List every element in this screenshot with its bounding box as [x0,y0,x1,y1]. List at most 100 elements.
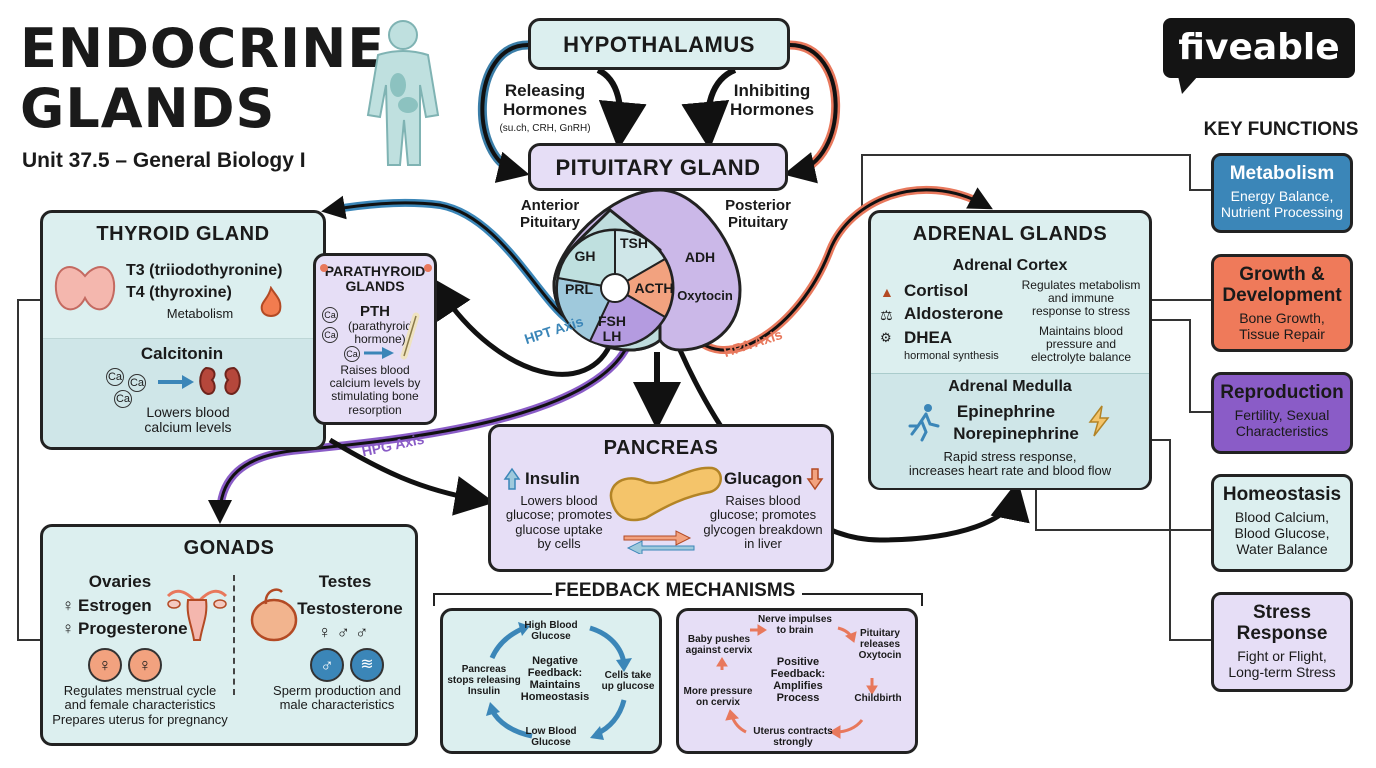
down-arrow-icon [806,468,824,491]
parathyroid-dots [320,264,432,272]
key-function-reproduction[interactable]: Reproduction Fertility, Sexual Character… [1211,372,1353,454]
female-symbol-badge: ♀ [128,648,162,682]
pituitary-diagram [552,190,742,352]
title-line-2: GLANDS [20,77,276,140]
pancreas-left-arrow [328,437,495,516]
hypothalamus-box[interactable]: HYPOTHALAMUS [528,18,790,70]
pancreas-icon [609,466,722,522]
calcium-ion: Ca [128,374,146,392]
key-function-homeostasis[interactable]: Homeostasis Blood Calcium, Blood Glucose… [1211,474,1353,572]
page-subtitle: Unit 37.5 – General Biology I [22,149,306,172]
neg-step-4: Pancreas stops releasing Insulin [447,664,521,697]
pos-step-5: More pressure on cervix [683,686,753,708]
brand-logo-text: fiveable [1178,27,1340,68]
releasing-hormones-label: Releasing Hormones [502,81,588,119]
gender-symbols: ♀ ♂ ♂ [318,622,369,643]
gonads-box[interactable]: GONADS [40,524,418,746]
key-function-desc: Fight or Flight, Long-term Stress [1228,647,1336,680]
arrow-right-icon [158,375,194,389]
calcium-ion: Ca [322,307,338,323]
segment-oxytocin: Oxytocin [677,288,733,303]
key-function-title: Stress Response [1236,602,1328,644]
segment-gh: GH [574,248,596,264]
cortisol-effect: Regulates metabolism and immune response… [1021,278,1141,319]
sperm-icon: ≋ [350,648,384,682]
t4-label: T4 (thyroxine) [126,284,232,301]
uterus-icon [166,589,228,641]
key-function-title: Growth & Development [1222,264,1342,306]
estrogen-label: Estrogen [78,596,152,615]
parathyroid-arrow [431,277,615,377]
adrenal-label: ADRENAL GLANDS [912,223,1108,245]
neg-step-2: Cells take up glucose [601,670,655,692]
segment-prl: PRL [565,281,593,297]
male-symbol-badge: ♂ [310,648,344,682]
segment-acth: ACTH [634,280,674,296]
inhibiting-arrow [681,67,737,150]
human-body-icon [366,20,440,166]
positive-feedback-box[interactable] [676,608,918,754]
running-person-icon [908,404,940,442]
dhea-label: DHEA [904,328,953,347]
parathyroid-effect: Raises blood calcium levels by stimulati… [329,363,421,417]
anterior-pituitary-label: Anterior Pituitary [519,197,580,231]
pos-step-6: Baby pushes against cervix [685,634,753,656]
ovaries-label: Ovaries [88,572,152,591]
brand-logo[interactable]: fiveable [1163,18,1355,78]
key-function-lines [17,154,1211,641]
key-function-metabolism[interactable]: Metabolism Energy Balance, Nutrient Proc… [1211,153,1353,233]
inhibiting-hormones-label: Inhibiting Hormones [729,81,815,119]
epinephrine-label: Epinephrine [956,402,1056,421]
ovaries-effect: Regulates menstrual cycle and female cha… [52,683,228,727]
calcium-ion: Ca [114,390,132,408]
key-function-desc: Fertility, Sexual Characteristics [1234,406,1330,439]
key-function-growth[interactable]: Growth & Development Bone Growth, Tissue… [1211,254,1353,352]
aldosterone-label: Aldosterone [904,304,1004,323]
neg-step-3: Low Blood Glucose [525,726,577,748]
testosterone-label: Testosterone [297,599,403,618]
releasing-arrow [596,67,647,150]
female-symbol: ♀ [61,619,75,638]
progesterone-label: Progesterone [78,619,188,638]
male-symbol: ♂ [336,622,351,642]
positive-feedback-center: Positive Feedback: Amplifies Process [770,656,826,705]
key-function-desc: Energy Balance, Nutrient Processing [1220,187,1344,220]
arrow-right-icon [364,347,394,359]
key-functions-title: KEY FUNCTIONS [1203,119,1359,140]
adrenal-box[interactable]: ADRENAL GLANDS [868,210,1152,490]
negative-cycle-arrows [486,622,632,740]
pos-step-3: Childbirth [854,693,902,704]
cortisol-label: Cortisol [904,281,969,300]
page-title: ENDOCRINE GLANDS [20,22,385,136]
exchange-arrows-icon [623,530,695,554]
thyroid-icon [54,266,116,311]
negative-feedback-box[interactable] [440,608,662,754]
posterior-pituitary-label: Posterior Pituitary [725,197,791,231]
adrenal-medulla-label: Adrenal Medulla [948,378,1072,395]
releasing-examples: (su.ch, CRH, GnRH) [499,123,591,134]
testes-effect: Sperm production and male characteristic… [273,683,401,713]
adrenal-cortex-label: Adrenal Cortex [952,257,1068,274]
norepinephrine-label: Norepinephrine [953,424,1079,443]
dhea-icon: ⚙ [880,330,892,345]
neg-step-1: High Blood Glucose [524,620,578,642]
pth-full-name: (parathyroid hormone) [347,319,413,347]
positive-cycle-arrows [716,624,878,739]
key-function-desc: Bone Growth, Tissue Repair [1239,309,1325,342]
key-function-stress[interactable]: Stress Response Fight or Flight, Long-te… [1211,592,1353,692]
pancreas-label: PANCREAS [603,437,719,459]
segment-tsh: TSH [620,235,648,251]
calcitonin-label: Calcitonin [140,344,224,363]
pituitary-box[interactable]: PITUITARY GLAND [528,143,788,191]
title-line-1: ENDOCRINE [20,17,386,80]
t-effect: Metabolism [166,306,234,321]
thyroid-box[interactable]: THYROID GLAND [40,210,326,450]
glucagon-label: Glucagon [724,469,803,488]
pos-step-1: Nerve impulses to brain [758,614,832,636]
kidney-icon [199,366,241,396]
thyroid-label: THYROID GLAND [96,223,270,245]
t3-label: T3 (triiodothyronine) [126,262,283,279]
dhea-effect: hormonal synthesis [904,350,999,362]
medulla-effect: Rapid stress response, increases heart r… [908,449,1112,479]
